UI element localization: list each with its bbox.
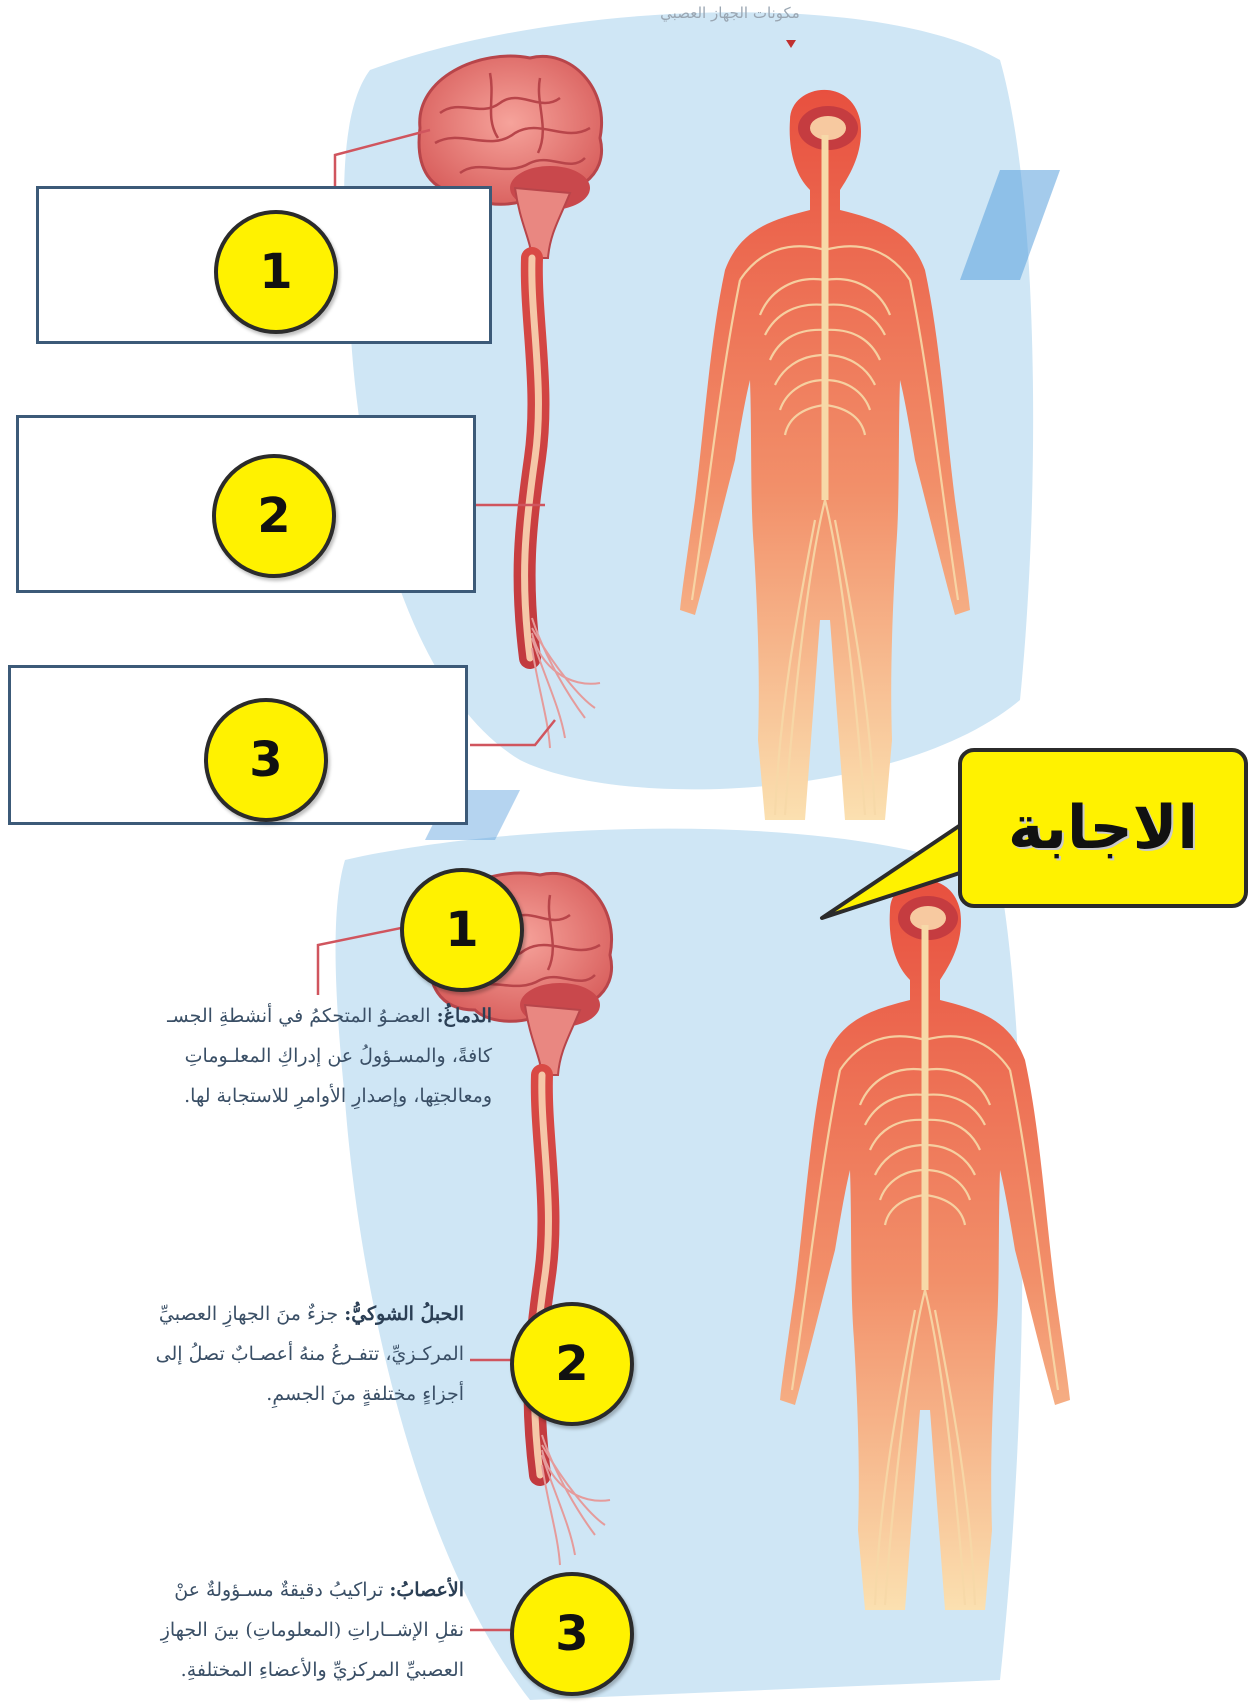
answer-description-nerves: الأعصابُ: تراكيبُ دقيقةٌ مسـؤولةٌ عنْ نق…	[80, 1570, 464, 1690]
answer-speech-bubble: الاجابة	[958, 748, 1248, 908]
description-line: المركـزيِّ، تتفـرعُ منهُ أعصـابٌ تصلُ إل…	[80, 1334, 464, 1374]
description-line: العضـوُ المتحكمُ في أنشطةِ الجسـ	[167, 1005, 431, 1027]
answer-description-spinal-cord: الحبلُ الشوكيُّ: جزءٌ منَ الجهازِ العصبي…	[80, 1294, 464, 1414]
description-line: نقلِ الإشــاراتِ (المعلوماتِ) بينَ الجها…	[80, 1610, 464, 1650]
answer-description-brain: الدماغُ: العضـوُ المتحكمُ في أنشطةِ الجس…	[80, 996, 492, 1116]
answer-badge-3: 3	[510, 1572, 634, 1696]
number-badge-3: 3	[204, 698, 328, 822]
description-line: كافةً، والمسـؤولُ عن إدراكِ المعلـوماتِ	[80, 1036, 492, 1076]
description-term: الدماغُ:	[437, 1005, 492, 1027]
number-badge-1: 1	[214, 210, 338, 334]
answer-badge-1: 1	[400, 868, 524, 992]
description-line: تراكيبُ دقيقةٌ مسـؤولةٌ عنْ	[174, 1579, 383, 1601]
description-term: الحبلُ الشوكيُّ:	[344, 1303, 464, 1325]
description-line: جزءٌ منَ الجهازِ العصبيِّ	[159, 1303, 338, 1325]
description-line: أجزاءٍ مختلفةٍ منَ الجسمِ.	[80, 1374, 464, 1414]
description-line: العصبيِّ المركزيِّ والأعضاءِ المختلفةِ.	[80, 1650, 464, 1690]
diagram-caption: مكونات الجهاز العصبي	[600, 4, 860, 22]
description-line: ومعالجتِها، وإصدارِ الأوامرِ للاستجابة ل…	[80, 1076, 492, 1116]
description-term: الأعصابُ:	[389, 1579, 464, 1601]
answer-badge-2: 2	[510, 1302, 634, 1426]
number-badge-2: 2	[212, 454, 336, 578]
